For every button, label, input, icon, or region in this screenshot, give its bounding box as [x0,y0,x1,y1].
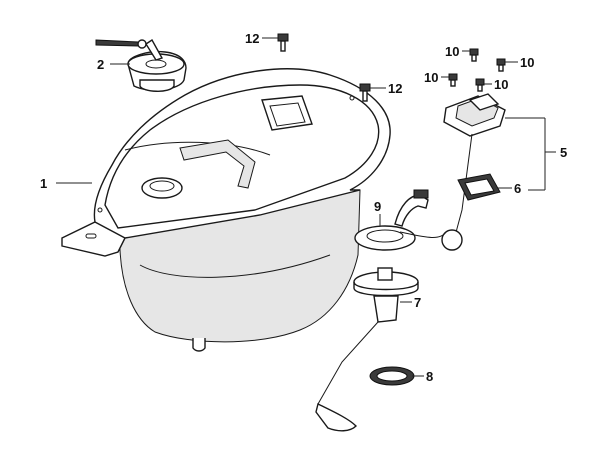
callout-10-b: 10 [520,55,534,70]
o-ring [369,366,415,386]
bolt-10-a [469,48,479,62]
leader-lines [56,37,556,377]
callout-10-d: 10 [494,77,508,92]
bolt-10-d [475,78,485,92]
callout-10-a: 10 [445,44,459,59]
callout-7: 7 [414,295,421,310]
callout-8: 8 [426,369,433,384]
callout-6: 6 [514,181,521,196]
callout-12-top: 12 [245,31,259,46]
callout-12-right: 12 [388,81,402,96]
callout-2: 2 [97,57,104,72]
callout-9: 9 [374,199,381,214]
fuel-pump-assembly [354,189,447,251]
fuel-strainer [315,267,419,432]
callout-1: 1 [40,176,47,191]
fuel-tank [61,68,391,352]
fuel-sender-unit [441,93,506,251]
bolt-10-c [448,73,458,87]
bolt-10-b [496,58,506,72]
callout-10-c: 10 [424,70,438,85]
bolt-12-top [277,33,289,52]
callout-5: 5 [560,145,567,160]
sender-gasket [457,173,501,201]
fuel-cap [95,38,187,92]
